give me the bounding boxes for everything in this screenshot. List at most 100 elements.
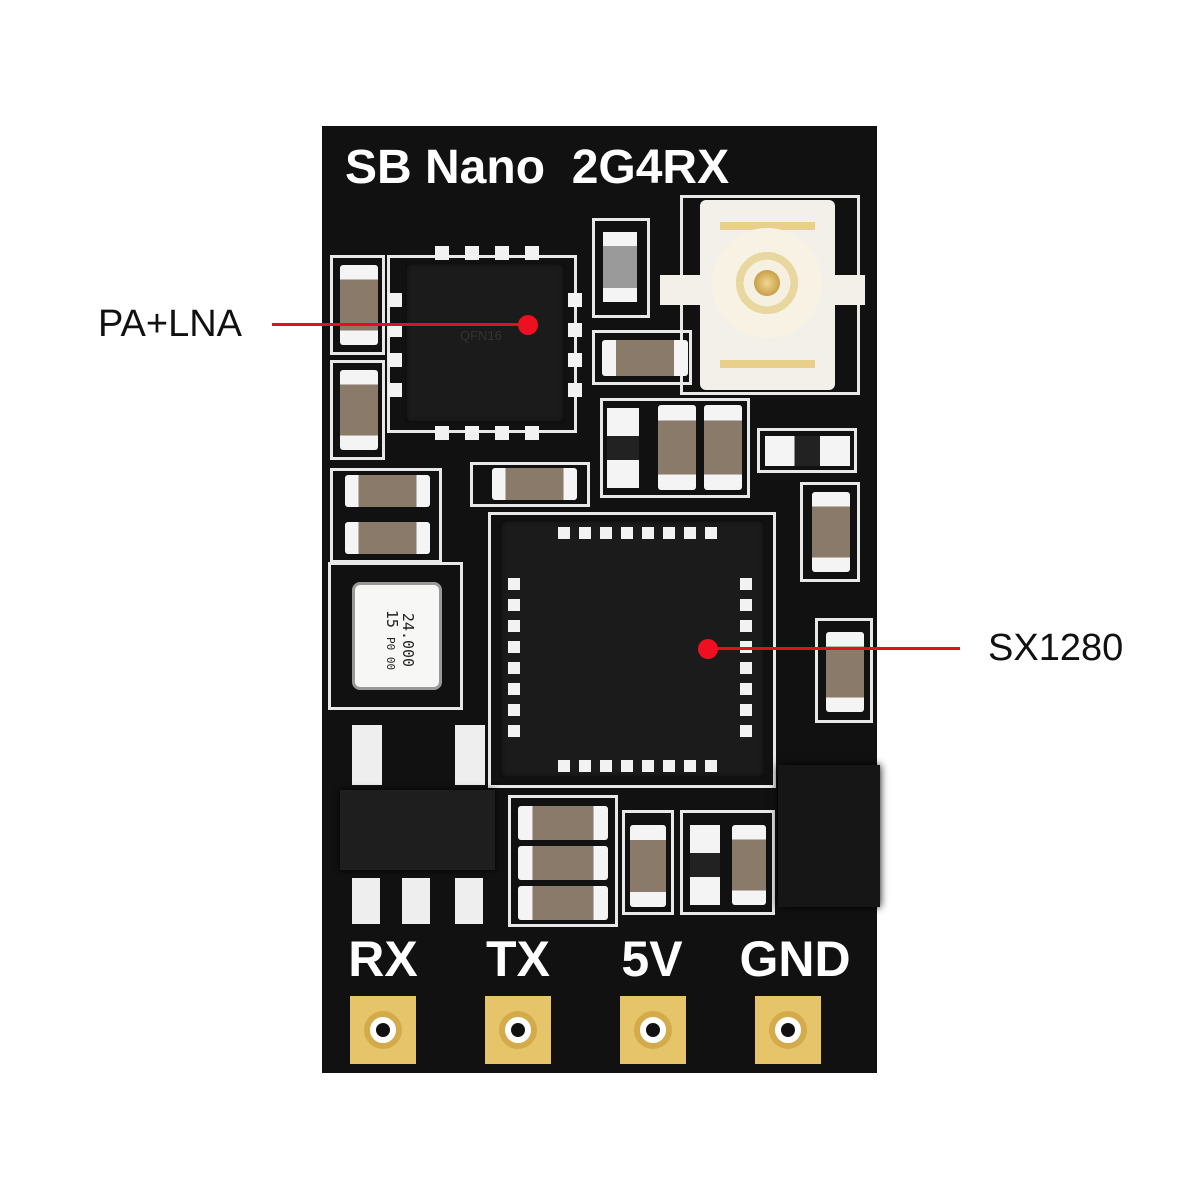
capacitor <box>492 468 577 500</box>
pa-chip-outline <box>387 255 577 433</box>
chip-pad <box>568 323 582 337</box>
component-outline <box>508 795 618 927</box>
chip-pad <box>465 246 479 260</box>
chip-pad <box>388 323 402 337</box>
component-outline <box>600 398 750 498</box>
chip-pad <box>508 683 520 695</box>
regulator-pad <box>455 878 483 924</box>
capacitor <box>345 522 430 554</box>
component-outline <box>592 330 692 385</box>
solder-pad-rx[interactable] <box>350 996 416 1064</box>
solder-pad-tx[interactable] <box>485 996 551 1064</box>
capacitor <box>340 370 378 450</box>
board-title: SB Nano 2G4RX <box>345 141 730 194</box>
regulator <box>340 790 495 870</box>
capacitor <box>658 405 696 490</box>
pin-label-rx: RX <box>348 931 418 987</box>
callout-label-sx1280: SX1280 <box>988 627 1124 669</box>
capacitor <box>630 825 666 907</box>
chip-pad <box>435 426 449 440</box>
capacitor <box>732 825 766 905</box>
chip-pad <box>740 683 752 695</box>
chip-pad <box>740 725 752 737</box>
chip-pad <box>705 527 717 539</box>
component-outline <box>757 428 857 473</box>
callout-line-pa-lna <box>272 323 528 326</box>
chip-pad <box>642 760 654 772</box>
chip-pad <box>508 704 520 716</box>
capacitor <box>602 340 688 376</box>
chip-pad <box>495 426 509 440</box>
component-outline <box>622 810 674 915</box>
chip-pad <box>508 662 520 674</box>
transistor-pad <box>455 725 485 785</box>
component-outline <box>330 255 385 355</box>
pa-lna-chip: QFN16 <box>405 263 565 423</box>
solder-pad-gnd[interactable] <box>755 996 821 1064</box>
pa-chip-marking: QFN16 <box>460 328 502 343</box>
pin-label-5v: 5V <box>621 931 683 987</box>
chip-pad <box>558 760 570 772</box>
connector-tab <box>835 275 865 305</box>
callout-label-pa-lna: PA+LNA <box>98 303 242 345</box>
capacitor <box>340 265 378 345</box>
resistor <box>607 408 639 488</box>
chip-pad <box>435 246 449 260</box>
chip-pad <box>621 760 633 772</box>
pin-label-tx: TX <box>486 931 550 987</box>
chip-pad <box>740 662 752 674</box>
chip-pad <box>508 620 520 632</box>
chip-pad <box>508 725 520 737</box>
sx1280-outline <box>488 512 776 788</box>
chip-pad <box>579 760 591 772</box>
chip-pad <box>388 293 402 307</box>
transistor-pad <box>352 725 382 785</box>
chip-pad <box>525 426 539 440</box>
callout-dot-pa-lna <box>518 315 538 335</box>
capacitor <box>518 846 608 880</box>
chip-pad <box>740 704 752 716</box>
pin-label-gnd: GND <box>739 931 851 987</box>
chip-pad <box>508 599 520 611</box>
chip-pad <box>663 760 675 772</box>
regulator-pad <box>352 878 380 924</box>
chip-pad <box>705 760 717 772</box>
chip-pad <box>600 527 612 539</box>
chip-pad <box>465 426 479 440</box>
capacitor <box>826 632 864 712</box>
callout-dot-sx1280 <box>698 639 718 659</box>
chip-pad <box>600 760 612 772</box>
chip-pad <box>740 620 752 632</box>
chip-pad <box>525 246 539 260</box>
capacitor <box>704 405 742 490</box>
solder-pad-5v[interactable] <box>620 996 686 1064</box>
chip-pad <box>684 760 696 772</box>
chip-pad <box>568 353 582 367</box>
crystal-outline <box>328 562 463 710</box>
crystal-code: 15 <box>383 609 401 628</box>
chip-pad <box>642 527 654 539</box>
capacitor <box>518 806 608 840</box>
chip-pad <box>568 293 582 307</box>
chip-pad <box>663 527 675 539</box>
chip-pad <box>579 527 591 539</box>
chip-pad <box>558 527 570 539</box>
component-outline <box>815 618 873 723</box>
resistor <box>690 825 720 905</box>
component-outline <box>330 360 385 460</box>
inductor-block <box>778 765 880 907</box>
component-outline <box>800 482 860 582</box>
callout-line-sx1280 <box>708 647 960 650</box>
capacitor <box>518 886 608 920</box>
crystal-frequency: 24.000 <box>399 612 417 668</box>
ufl-antenna-connector <box>700 200 835 390</box>
chip-pad <box>388 383 402 397</box>
regulator-pad <box>402 878 430 924</box>
resistor <box>765 436 850 466</box>
component-outline <box>470 462 590 507</box>
connector-tab <box>660 275 700 305</box>
chip-pad <box>684 527 696 539</box>
chip-pad <box>388 353 402 367</box>
chip-pad <box>495 246 509 260</box>
component-outline <box>592 218 650 318</box>
